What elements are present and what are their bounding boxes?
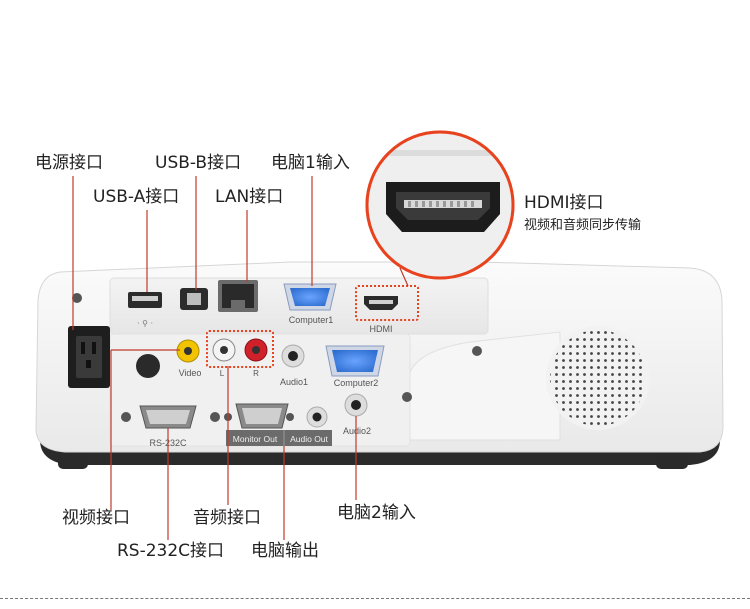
audio-lr-highlight — [206, 330, 274, 368]
leader-lines — [72, 176, 409, 540]
label-usb-b: USB-B接口 — [155, 153, 242, 173]
audio1-port-text: Audio1 — [280, 377, 308, 387]
screw — [402, 392, 412, 402]
label-computer1-in: 电脑1输入 — [271, 153, 350, 173]
computer1-vga-port — [290, 288, 330, 306]
label-rs232c: RS-232C接口 — [117, 541, 225, 561]
monitor-out-text: Monitor Out — [233, 434, 278, 444]
label-lan: LAN接口 — [215, 187, 284, 207]
svg-text:· ⚲ ·: · ⚲ · — [137, 319, 153, 328]
video-port-text: Video — [179, 368, 202, 378]
computer2-vga-port — [332, 350, 378, 372]
monitor-out-strip — [226, 430, 332, 446]
screw — [72, 293, 82, 303]
label-usb-a: USB-A接口 — [93, 187, 180, 207]
computer2-port-text: Computer2 — [334, 378, 379, 388]
label-audio: 音频接口 — [193, 508, 261, 528]
label-video: 视频接口 — [62, 508, 130, 528]
bottom-divider — [0, 598, 750, 599]
hdmi-port-text: HDMI — [370, 324, 393, 334]
label-hdmi-desc: 视频和音频同步传输 — [524, 218, 642, 233]
ir-sensor — [136, 354, 160, 378]
label-computer-out: 电脑输出 — [251, 541, 319, 561]
audio-out-text: Audio Out — [290, 434, 328, 444]
audio2-port-text: Audio2 — [343, 426, 371, 436]
computer1-port-text: Computer1 — [289, 315, 334, 325]
speaker-grille — [550, 330, 646, 426]
label-computer2-in: 电脑2输入 — [337, 503, 416, 523]
screw — [472, 346, 482, 356]
audio-left-text: L — [220, 369, 225, 378]
screw — [121, 412, 131, 422]
label-power: 电源接口 — [35, 153, 103, 173]
screw — [210, 412, 220, 422]
audio-right-text: R — [253, 369, 259, 378]
label-hdmi-title: HDMI接口 — [524, 193, 604, 213]
hdmi-highlight — [355, 285, 419, 321]
